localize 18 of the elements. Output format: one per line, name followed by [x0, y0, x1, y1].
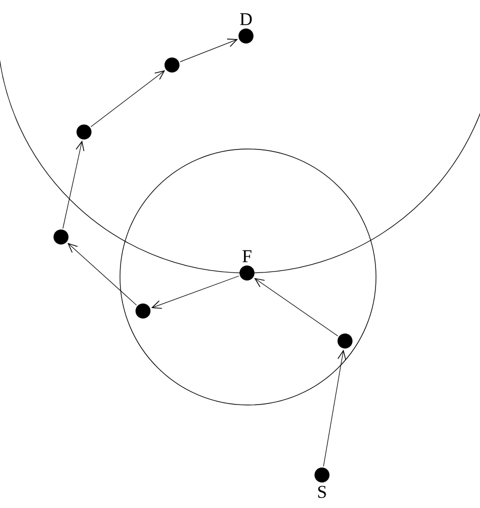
- dot: [238, 28, 254, 44]
- node-label: S: [318, 486, 326, 498]
- arrow: [254, 278, 338, 336]
- arrow: [323, 350, 346, 467]
- dot: [164, 58, 180, 72]
- arrow: [180, 38, 238, 62]
- arrow: [67, 242, 137, 306]
- node-label: F: [242, 250, 252, 262]
- arrow: [90, 70, 166, 128]
- dot: [240, 266, 254, 280]
- node-label: D: [240, 13, 252, 26]
- dot: [136, 304, 150, 318]
- dot: [54, 230, 68, 244]
- arrow: [151, 276, 240, 309]
- arrow: [62, 140, 84, 229]
- dot: [76, 124, 92, 140]
- dot: [338, 334, 352, 348]
- dot: [314, 468, 330, 482]
